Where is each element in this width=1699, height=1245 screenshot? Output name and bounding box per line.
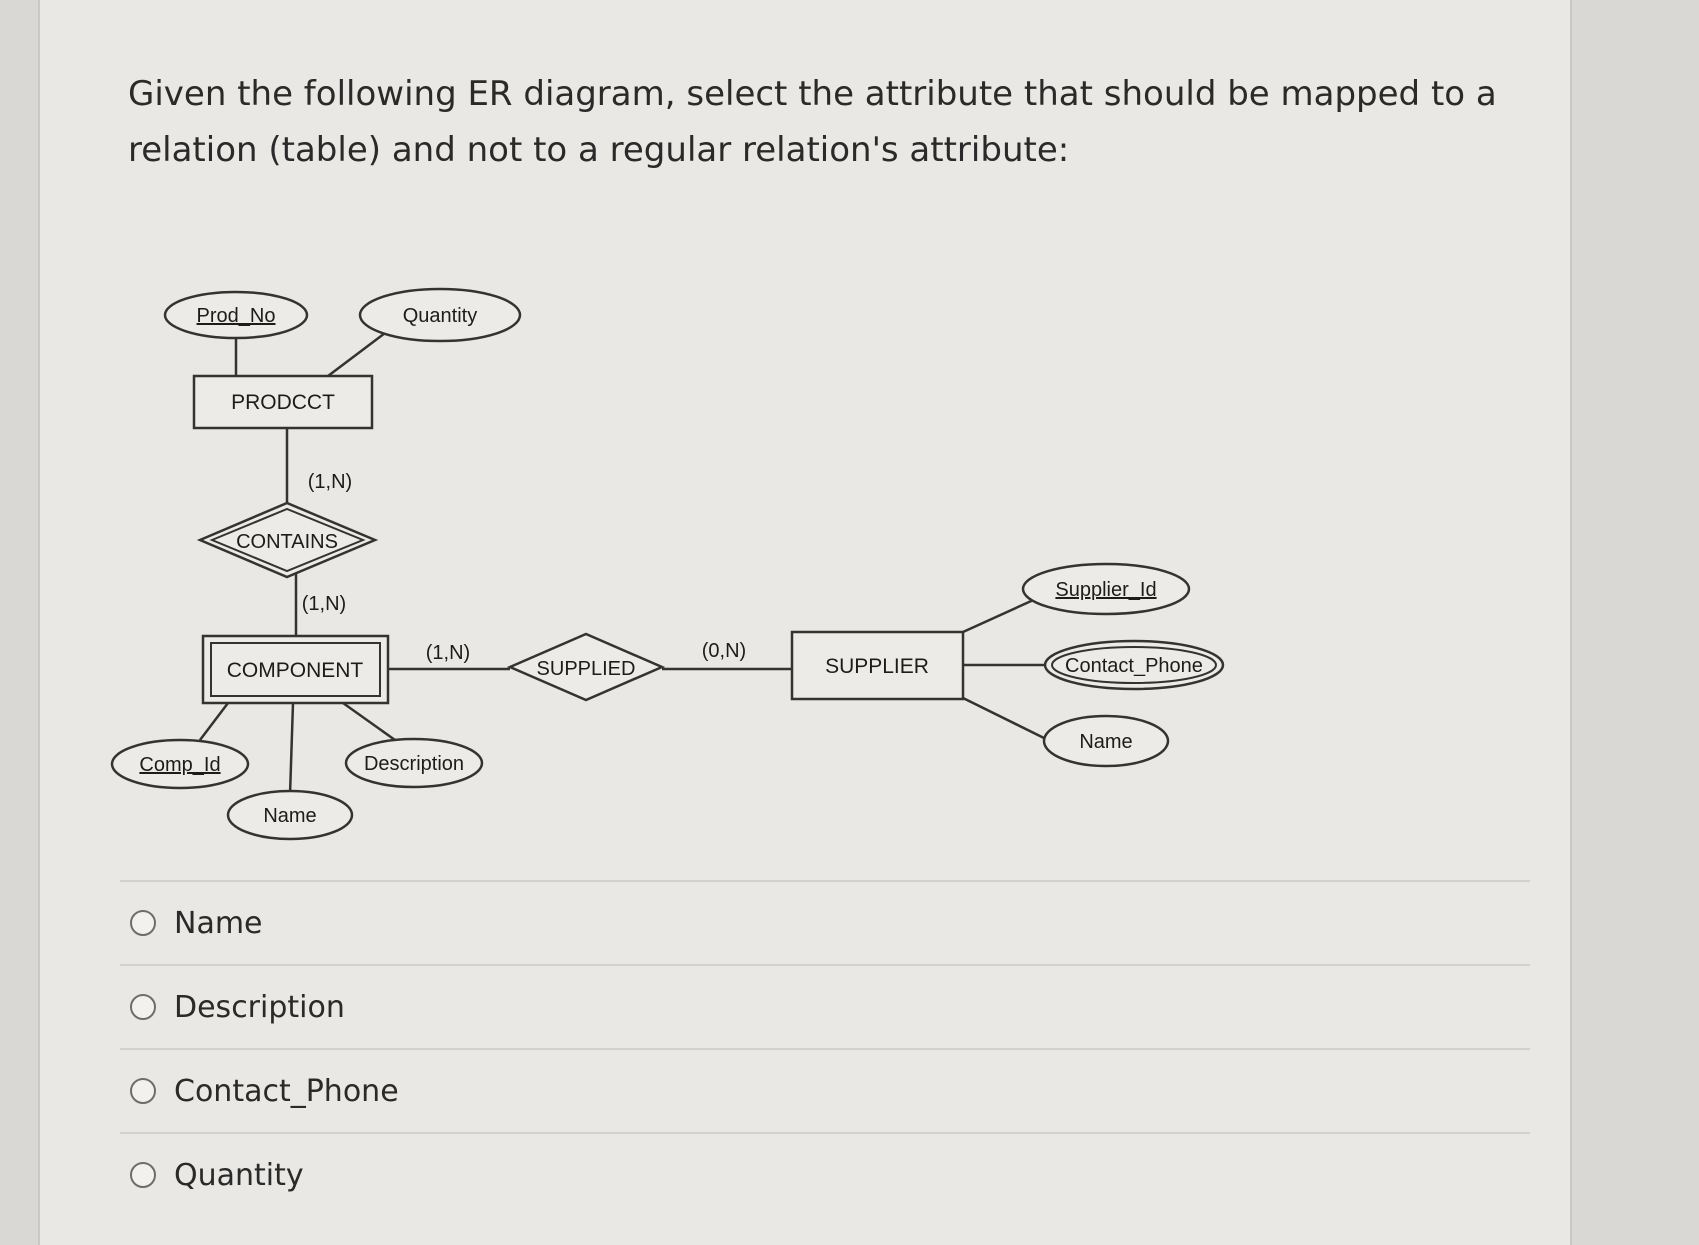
attribute-supplier-id: Supplier_Id: [1021, 562, 1191, 616]
line-supplier-name: [962, 696, 1049, 742]
question-text: Given the following ER diagram, select t…: [128, 74, 1497, 170]
radio-button[interactable]: [130, 1162, 156, 1188]
option-label: Description: [174, 989, 345, 1025]
entity-supplier: SUPPLIER: [790, 630, 965, 701]
option-name[interactable]: Name: [120, 880, 1530, 964]
option-label: Name: [174, 905, 263, 941]
line-quantity-contains: [327, 332, 386, 377]
attribute-description: Description: [344, 737, 484, 789]
option-label: Quantity: [174, 1157, 304, 1193]
cardinality-contains-component: (1,N): [302, 593, 346, 615]
attribute-quantity: Quantity: [358, 287, 522, 343]
option-label: Contact_Phone: [174, 1073, 399, 1109]
radio-button[interactable]: [130, 910, 156, 936]
entity-product-label: PRODCCT: [231, 391, 335, 414]
attribute-supplier-name-label: Name: [1079, 731, 1132, 753]
relationship-contains-label: CONTAINS: [236, 531, 338, 553]
cardinality-supplied-supplier: (0,N): [702, 640, 746, 662]
attribute-prod-no-label: Prod_No: [197, 305, 276, 327]
line-component-description: [342, 701, 396, 742]
attribute-quantity-label: Quantity: [403, 305, 477, 327]
radio-button[interactable]: [130, 1078, 156, 1104]
attribute-prod-no: Prod_No: [163, 290, 309, 340]
option-contact-phone[interactable]: Contact_Phone: [120, 1048, 1530, 1132]
relationship-supplied-label: SUPPLIED: [537, 658, 636, 680]
entity-product: PRODCCT: [192, 374, 374, 430]
radio-button[interactable]: [130, 994, 156, 1020]
attribute-supplier-name: Name: [1042, 714, 1170, 768]
line-supplier-supplierid: [962, 595, 1041, 634]
option-description[interactable]: Description: [120, 964, 1530, 1048]
attribute-description-label: Description: [364, 753, 464, 775]
answer-options: Name Description Contact_Phone Quantity: [120, 880, 1530, 1216]
attribute-supplier-id-label: Supplier_Id: [1055, 579, 1156, 601]
entity-supplier-label: SUPPLIER: [825, 655, 929, 678]
relationship-contains: CONTAINS: [196, 501, 379, 579]
question-page: Given the following ER diagram, select t…: [38, 0, 1572, 1245]
attribute-component-name-label: Name: [263, 805, 316, 827]
attribute-comp-id-label: Comp_Id: [139, 754, 220, 776]
relationship-supplied: SUPPLIED: [506, 632, 666, 702]
attribute-component-name: Name: [226, 789, 354, 841]
cardinality-product-contains: (1,N): [308, 471, 352, 493]
attribute-comp-id: Comp_Id: [110, 738, 250, 790]
attribute-contact-phone: Contact_Phone: [1043, 639, 1225, 691]
entity-component-label: COMPONENT: [227, 659, 364, 682]
cardinality-component-supplied: (1,N): [426, 642, 470, 664]
option-quantity[interactable]: Quantity: [120, 1132, 1530, 1216]
line-component-compid: [199, 702, 229, 741]
entity-component: COMPONENT: [201, 634, 390, 705]
line-component-name: [288, 702, 295, 796]
attribute-contact-phone-label: Contact_Phone: [1065, 655, 1203, 677]
